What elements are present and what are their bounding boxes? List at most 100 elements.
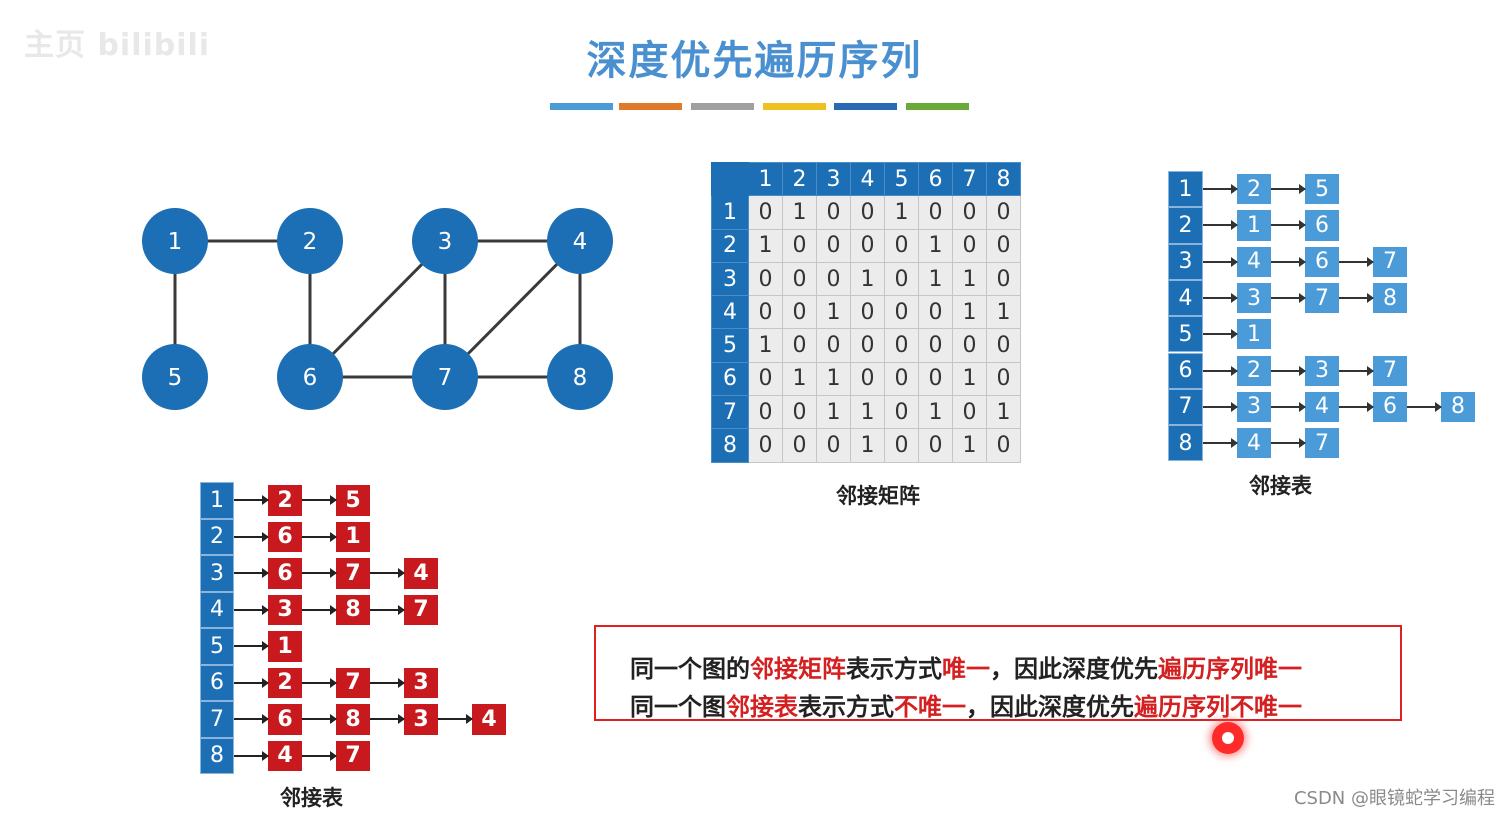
bilibili-watermark: 主页 bilibili <box>24 28 211 63</box>
adj-list-node: 6 <box>268 521 302 552</box>
plain-text: 表示方式 <box>798 693 894 721</box>
matrix-cell: 1 <box>850 428 885 463</box>
adj-head-vertex: 5 <box>1168 316 1203 353</box>
matrix-corner <box>711 161 749 197</box>
arrow-right-icon <box>1271 293 1306 304</box>
arrow-right-icon <box>234 604 269 615</box>
matrix-cell: 1 <box>918 261 953 297</box>
arrow-right-icon <box>302 714 337 725</box>
color-bar-6 <box>906 103 969 110</box>
adj-head-vertex: 6 <box>200 664 234 701</box>
matrix-cell: 0 <box>952 195 987 230</box>
conclusion-line-2: 同一个图邻接表表示方式不唯一，因此深度优先遍历序列不唯一 <box>630 687 1302 722</box>
arrow-right-icon <box>1271 220 1306 231</box>
matrix-col-header: 2 <box>782 161 817 197</box>
adj-list-node: 2 <box>1237 174 1271 205</box>
arrow-right-icon <box>1203 329 1238 340</box>
matrix-cell: 1 <box>782 361 817 397</box>
source-credit: CSDN @眼镜蛇学习编程 <box>1293 788 1495 809</box>
arrow-right-icon <box>1271 401 1306 412</box>
arrow-right-icon <box>234 714 269 725</box>
adj-list-node: 4 <box>268 740 302 771</box>
matrix-row-header: 3 <box>711 261 749 297</box>
matrix-cell: 1 <box>986 295 1021 330</box>
conclusion-box: 同一个图的邻接矩阵表示方式唯一，因此深度优先遍历序列唯一 同一个图邻接表表示方式… <box>594 625 1402 721</box>
matrix-cell: 0 <box>918 295 953 330</box>
matrix-cell: 0 <box>748 361 783 397</box>
adj-list-node: 4 <box>1237 246 1271 277</box>
plain-text: 同一个图的 <box>630 655 750 683</box>
adj-list-node: 4 <box>1305 391 1339 423</box>
arrow-right-icon <box>1271 256 1306 267</box>
adj-head-vertex: 7 <box>200 701 234 738</box>
matrix-cell: 0 <box>986 328 1021 363</box>
matrix-cell: 1 <box>952 428 987 463</box>
adj-list-node: 7 <box>1373 355 1407 386</box>
arrow-right-icon <box>1339 401 1374 412</box>
highlight-text: 邻接表 <box>726 693 798 721</box>
matrix-cell: 1 <box>952 295 987 330</box>
graph-node-8: 8 <box>547 344 613 410</box>
matrix-cell: 0 <box>816 261 851 297</box>
matrix-cell: 0 <box>748 428 783 463</box>
graph-node-circle <box>277 344 343 410</box>
matrix-cell: 1 <box>952 261 987 297</box>
matrix-cell: 0 <box>850 195 885 230</box>
adj-list-node: 2 <box>1237 355 1271 386</box>
matrix-cell: 1 <box>816 395 851 430</box>
matrix-col-header: 7 <box>952 161 987 197</box>
color-bar-1 <box>550 103 613 110</box>
matrix-row-header: 7 <box>711 395 749 430</box>
arrow-right-icon <box>1271 184 1306 195</box>
matrix-cell: 0 <box>816 228 851 263</box>
matrix-cell: 0 <box>884 395 919 430</box>
matrix-caption: 邻接矩阵 <box>836 484 920 508</box>
conclusion-line-1: 同一个图的邻接矩阵表示方式唯一，因此深度优先遍历序列唯一 <box>630 649 1302 684</box>
arrow-right-icon <box>1203 184 1238 195</box>
adj-list-node: 6 <box>268 558 302 589</box>
matrix-cell: 0 <box>748 295 783 330</box>
arrow-right-icon <box>1203 220 1238 231</box>
adj-head-vertex: 6 <box>1168 352 1203 389</box>
adj-list-node: 3 <box>404 667 438 698</box>
adj-list-node: 3 <box>1237 391 1271 423</box>
adj-head-vertex: 7 <box>1168 388 1203 426</box>
graph-node-circle <box>142 344 208 410</box>
matrix-cell: 0 <box>850 328 885 363</box>
matrix-cell: 1 <box>850 261 885 297</box>
adj-head-vertex: 4 <box>1168 279 1203 317</box>
arrow-right-icon <box>370 714 405 725</box>
arrow-right-icon <box>302 568 337 579</box>
graph-node-label: 4 <box>573 229 588 255</box>
adj-list-node: 7 <box>1373 246 1407 277</box>
arrow-right-icon <box>1203 293 1238 304</box>
matrix-cell: 0 <box>986 261 1021 297</box>
matrix-cell: 1 <box>748 328 783 363</box>
adj-list-node: 3 <box>268 594 302 625</box>
adj-list-node: 3 <box>1237 282 1271 314</box>
highlight-text: 唯一 <box>942 655 990 683</box>
graph-node-3: 3 <box>412 208 478 274</box>
matrix-cell: 0 <box>918 328 953 363</box>
adj-list-node: 7 <box>336 558 370 589</box>
matrix-col-header: 1 <box>748 161 783 197</box>
matrix-cell: 1 <box>782 195 817 230</box>
graph-node-2: 2 <box>277 208 343 274</box>
arrow-right-icon <box>302 495 337 506</box>
matrix-cell: 0 <box>748 261 783 297</box>
graph-node-label: 5 <box>168 365 183 391</box>
highlight-text: 遍历序列唯一 <box>1158 655 1302 683</box>
adj-list-node: 8 <box>1441 391 1475 423</box>
arrow-right-icon <box>1271 438 1306 449</box>
